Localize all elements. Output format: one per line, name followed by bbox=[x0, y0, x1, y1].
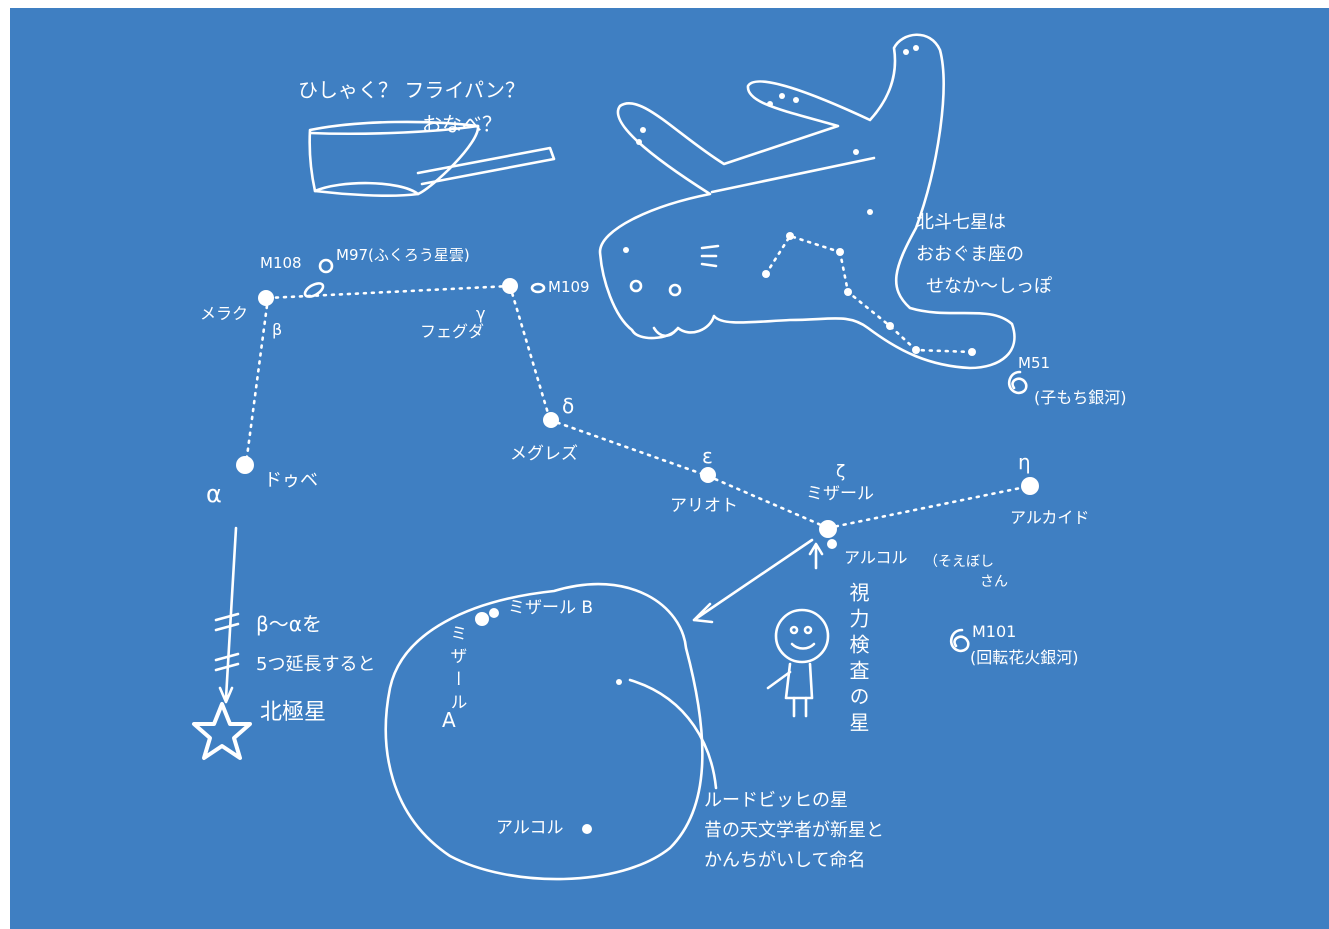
alcor-label: アルコル bbox=[844, 548, 908, 567]
bear-back-line bbox=[710, 156, 876, 194]
zoom-ludwig-star bbox=[616, 679, 622, 685]
merak-greek: β bbox=[272, 320, 283, 339]
m109-label: M109 bbox=[548, 278, 590, 296]
line-phecda-megrez bbox=[508, 284, 552, 422]
alkaid-greek: η bbox=[1018, 450, 1031, 474]
alcor-note: （そえぼし bbox=[924, 554, 994, 570]
m108-label: M108 bbox=[260, 254, 302, 272]
mizar-label: ミザール bbox=[806, 484, 874, 504]
alcor-note2: さん bbox=[980, 574, 1008, 590]
m101-name: (回転花火銀河) bbox=[970, 648, 1079, 667]
m51-marker bbox=[1007, 370, 1028, 395]
alioth-greek: ε bbox=[702, 444, 713, 468]
phecda-label: フェグダ bbox=[420, 322, 485, 341]
star-map-board: ひしゃく？ フライパン？ おなべ？ M108 M97(ふくろう星雲) M109 … bbox=[10, 8, 1329, 929]
bear-leg-line bbox=[652, 326, 678, 338]
line-merak-phecda bbox=[266, 284, 512, 300]
alkaid-label: アルカイド bbox=[1010, 508, 1090, 527]
ursa-note-line2: おおぐま座の bbox=[916, 244, 1024, 265]
m108-marker bbox=[303, 282, 325, 298]
polaris-note-line1: β～αを bbox=[256, 612, 322, 636]
mizar-greek: ζ bbox=[836, 462, 846, 482]
ludwig-note-line1: ルードビッヒの星 bbox=[704, 790, 848, 811]
polaris-note-line3: 北極星 bbox=[260, 700, 327, 725]
alioth-label: アリオト bbox=[670, 496, 738, 516]
zoom-circle bbox=[384, 582, 704, 881]
bear-dipper-1 bbox=[764, 234, 842, 276]
star-megrez bbox=[543, 412, 559, 428]
ursa-note-line1: 北斗七星は bbox=[916, 212, 1006, 233]
great-bear-outline bbox=[598, 33, 1016, 370]
ludwig-note-line3: かんちがいして命名 bbox=[704, 850, 866, 871]
zoom-mizar-a-label: ミザール bbox=[446, 624, 467, 716]
polaris-star bbox=[192, 702, 252, 760]
pointer-break-1 bbox=[214, 612, 240, 632]
m97-label: M97(ふくろう星雲) bbox=[336, 246, 470, 264]
m51-name: (子もち銀河) bbox=[1034, 388, 1127, 407]
zoom-alcor-label: アルコル bbox=[496, 818, 564, 838]
dipper-question-line2: おなべ？ bbox=[422, 112, 502, 136]
dipper-question-line1: ひしゃく？ フライパン？ bbox=[298, 78, 525, 102]
m109-marker bbox=[530, 282, 546, 294]
megrez-label: メグレズ bbox=[510, 444, 578, 464]
pointer-break-2 bbox=[214, 652, 240, 672]
bear-mouth bbox=[700, 244, 720, 268]
zoom-alcor bbox=[582, 824, 592, 834]
eye-test-arrow bbox=[808, 542, 824, 570]
megrez-greek: δ bbox=[562, 394, 575, 418]
bear-eye-right bbox=[668, 283, 682, 297]
m101-code: M101 bbox=[972, 622, 1017, 641]
star-alcor bbox=[827, 539, 837, 549]
star-dubhe bbox=[236, 456, 254, 474]
polaris-pointer bbox=[218, 526, 238, 704]
zoom-arrow bbox=[692, 538, 814, 624]
phecda-greek: γ bbox=[476, 304, 486, 323]
m101-marker bbox=[949, 628, 970, 653]
zoom-mizar-a bbox=[475, 612, 489, 626]
ludwig-pointer bbox=[628, 678, 718, 790]
stargazer-figure bbox=[766, 608, 830, 718]
zoom-mizar-b-label: ミザール B bbox=[508, 598, 594, 618]
m51-code: M51 bbox=[1018, 354, 1051, 372]
ludwig-note-line2: 昔の天文学者が新星と bbox=[704, 820, 884, 841]
eye-test-label: 視力検査の星 bbox=[846, 582, 870, 738]
line-alioth-mizar bbox=[706, 474, 830, 530]
line-mizar-alkaid bbox=[826, 484, 1032, 530]
star-merak bbox=[258, 290, 274, 306]
ladle-sketch bbox=[308, 120, 556, 197]
star-alioth bbox=[700, 467, 716, 483]
polaris-note-line2: 5つ延長すると bbox=[256, 654, 376, 675]
zoom-mizar-a-letter: A bbox=[442, 708, 456, 732]
bear-eye-left bbox=[629, 279, 643, 293]
dubhe-greek: α bbox=[206, 480, 222, 508]
zoom-mizar-b bbox=[489, 608, 499, 618]
m97-marker bbox=[318, 258, 334, 274]
star-phecda bbox=[502, 278, 518, 294]
star-mizar bbox=[819, 520, 837, 538]
dubhe-label: ドゥベ bbox=[264, 470, 318, 491]
line-merak-dubhe bbox=[244, 296, 270, 466]
star-map-drawing bbox=[192, 33, 1039, 881]
merak-label: メラク bbox=[200, 304, 249, 323]
ursa-note-line3: せなか～しっぽ bbox=[926, 276, 1052, 297]
star-alkaid bbox=[1021, 477, 1039, 495]
